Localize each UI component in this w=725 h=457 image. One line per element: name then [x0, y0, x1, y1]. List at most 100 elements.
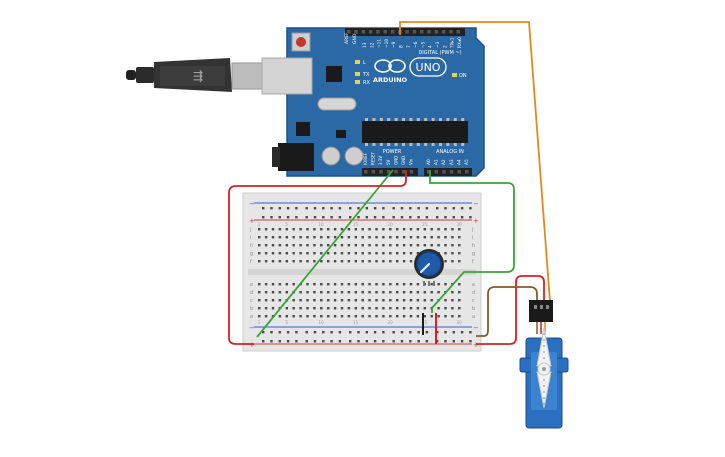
terminal-hole[interactable] [299, 252, 302, 255]
usb-cable[interactable]: ⇶ [126, 58, 263, 92]
digital-header-hole[interactable] [412, 30, 417, 34]
rail-hole[interactable] [286, 331, 290, 334]
terminal-hole[interactable] [258, 236, 261, 239]
digital-header-hole[interactable] [354, 30, 358, 34]
terminal-hole[interactable] [382, 260, 385, 263]
terminal-hole[interactable] [333, 236, 337, 239]
terminal-hole[interactable] [327, 260, 330, 263]
terminal-hole[interactable] [320, 299, 323, 302]
terminal-hole[interactable] [306, 236, 309, 239]
digital-header-hole[interactable] [376, 30, 380, 34]
terminal-hole[interactable] [320, 252, 323, 255]
terminal-hole[interactable] [306, 283, 309, 286]
rail-hole[interactable] [305, 340, 308, 343]
terminal-hole[interactable] [402, 252, 406, 255]
terminal-hole[interactable] [313, 291, 316, 294]
terminal-hole[interactable] [333, 291, 337, 294]
terminal-hole[interactable] [306, 244, 309, 247]
terminal-hole[interactable] [327, 228, 330, 231]
terminal-hole[interactable] [416, 252, 420, 255]
rail-hole[interactable] [409, 340, 412, 343]
terminal-hole[interactable] [389, 228, 392, 231]
terminal-hole[interactable] [382, 315, 385, 318]
terminal-hole[interactable] [437, 291, 440, 294]
terminal-hole[interactable] [333, 315, 337, 318]
terminal-hole[interactable] [340, 252, 344, 255]
power-header-hole[interactable] [402, 170, 406, 174]
rail-hole[interactable] [295, 216, 298, 219]
terminal-hole[interactable] [340, 244, 344, 247]
terminal-hole[interactable] [368, 228, 371, 231]
terminal-hole[interactable] [271, 244, 275, 247]
analog-header-hole[interactable] [442, 170, 446, 174]
rail-hole[interactable] [322, 340, 325, 343]
terminal-hole[interactable] [444, 228, 447, 231]
rail-hole[interactable] [278, 216, 281, 219]
digital-header-hole[interactable] [427, 30, 431, 34]
rail-hole[interactable] [262, 207, 265, 210]
terminal-hole[interactable] [333, 299, 337, 302]
terminal-hole[interactable] [437, 228, 440, 231]
terminal-hole[interactable] [416, 315, 420, 318]
terminal-hole[interactable] [368, 244, 371, 247]
terminal-hole[interactable] [361, 299, 364, 302]
rail-hole[interactable] [338, 340, 342, 343]
terminal-hole[interactable] [451, 299, 454, 302]
terminal-hole[interactable] [437, 283, 440, 286]
terminal-hole[interactable] [409, 244, 413, 247]
rail-hole[interactable] [330, 340, 333, 343]
terminal-hole[interactable] [458, 236, 461, 239]
terminal-hole[interactable] [320, 260, 323, 263]
terminal-hole[interactable] [389, 299, 392, 302]
terminal-hole[interactable] [361, 252, 364, 255]
terminal-hole[interactable] [264, 228, 268, 231]
terminal-hole[interactable] [361, 236, 364, 239]
rail-hole[interactable] [417, 207, 420, 210]
terminal-hole[interactable] [389, 291, 392, 294]
terminal-hole[interactable] [354, 244, 357, 247]
terminal-hole[interactable] [299, 315, 302, 318]
rail-hole[interactable] [417, 340, 420, 343]
terminal-hole[interactable] [402, 228, 406, 231]
terminal-hole[interactable] [292, 260, 295, 263]
servo-motor[interactable] [519, 300, 569, 429]
terminal-hole[interactable] [409, 291, 413, 294]
terminal-hole[interactable] [278, 260, 282, 263]
terminal-hole[interactable] [340, 228, 344, 231]
terminal-hole[interactable] [423, 315, 426, 318]
rail-hole[interactable] [436, 216, 439, 219]
terminal-hole[interactable] [451, 236, 454, 239]
terminal-hole[interactable] [264, 291, 268, 294]
terminal-hole[interactable] [368, 283, 371, 286]
terminal-hole[interactable] [340, 291, 344, 294]
rail-hole[interactable] [322, 207, 325, 210]
terminal-hole[interactable] [258, 307, 261, 310]
rail-hole[interactable] [330, 331, 333, 334]
terminal-hole[interactable] [458, 315, 461, 318]
rail-hole[interactable] [270, 207, 273, 210]
terminal-hole[interactable] [306, 299, 309, 302]
terminal-hole[interactable] [264, 260, 268, 263]
wire-green-5v[interactable] [256, 169, 394, 338]
rail-hole[interactable] [278, 207, 281, 210]
terminal-hole[interactable] [340, 260, 344, 263]
terminal-hole[interactable] [299, 299, 302, 302]
terminal-hole[interactable] [451, 291, 454, 294]
rail-hole[interactable] [400, 216, 404, 219]
rail-hole[interactable] [295, 331, 298, 334]
terminal-hole[interactable] [292, 228, 295, 231]
rail-hole[interactable] [330, 207, 333, 210]
terminal-hole[interactable] [271, 307, 275, 310]
terminal-hole[interactable] [423, 228, 426, 231]
terminal-hole[interactable] [354, 283, 357, 286]
terminal-hole[interactable] [409, 315, 413, 318]
terminal-hole[interactable] [292, 315, 295, 318]
rail-hole[interactable] [295, 207, 298, 210]
terminal-hole[interactable] [354, 252, 357, 255]
rail-hole[interactable] [373, 340, 377, 343]
rail-hole[interactable] [262, 216, 265, 219]
terminal-hole[interactable] [409, 252, 413, 255]
terminal-hole[interactable] [444, 252, 447, 255]
terminal-hole[interactable] [375, 244, 378, 247]
